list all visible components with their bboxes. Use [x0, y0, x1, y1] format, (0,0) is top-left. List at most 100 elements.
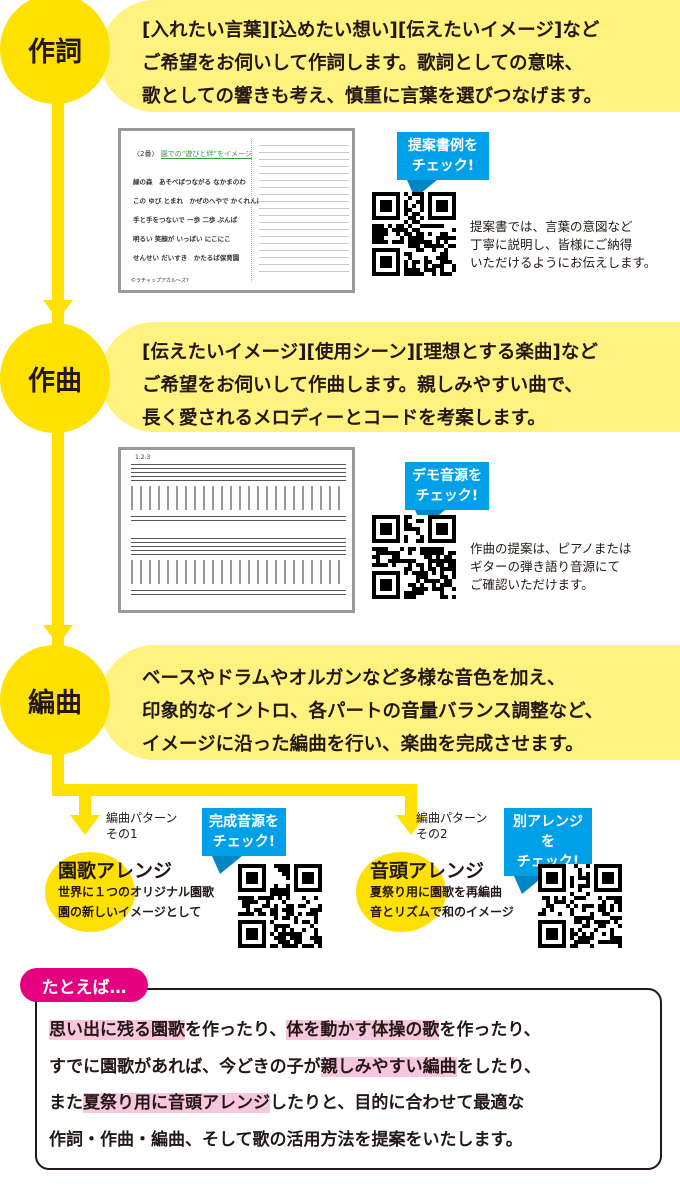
- qr-module: [400, 232, 404, 236]
- score-image: 1.2.3: [118, 447, 355, 613]
- qr-module: [570, 920, 574, 924]
- qr-module: [416, 527, 420, 531]
- qr-module: [546, 944, 550, 948]
- demo-callout[interactable]: デモ音源を チェック!: [405, 462, 489, 528]
- branch-line: [79, 784, 91, 819]
- qr-module: [546, 912, 550, 916]
- qr-module: [404, 543, 408, 547]
- qr-module: [242, 876, 246, 880]
- qr-module: [396, 260, 400, 264]
- qr-module: [578, 892, 582, 896]
- qr-module: [602, 888, 606, 892]
- qr-module: [558, 916, 562, 920]
- qr-module: [440, 555, 444, 559]
- qr-module: [562, 932, 566, 936]
- qr-module: [404, 208, 408, 212]
- qr-module: [452, 535, 456, 539]
- qr-module: [372, 539, 376, 543]
- qr-module: [610, 872, 614, 876]
- qr-module: [602, 928, 606, 932]
- qr-code[interactable]: [238, 864, 322, 948]
- qr-module: [440, 252, 444, 256]
- qr-module: [376, 256, 380, 260]
- qr-module: [396, 523, 400, 527]
- qr-module: [436, 575, 440, 579]
- qr-code[interactable]: [538, 864, 622, 948]
- qr-module: [412, 244, 416, 248]
- qr-module: [436, 220, 440, 224]
- qr-module: [614, 920, 618, 924]
- qr-module: [392, 583, 396, 587]
- qr-module: [400, 224, 404, 228]
- pattern-desc-line: 世界に１つのオリジナル園歌: [58, 885, 215, 899]
- banner-line: ご希望をお伺いして作曲します。親しみやすい曲で、: [142, 375, 583, 396]
- qr-module: [396, 539, 400, 543]
- pattern-desc: 夏祭り用に園歌を再編曲音とリズムで和のイメージ: [370, 882, 514, 922]
- qr-module: [566, 864, 570, 868]
- qr-module: [408, 236, 412, 240]
- qr-module: [404, 232, 408, 236]
- qr-module: [286, 908, 290, 912]
- qr-module: [610, 944, 614, 948]
- qr-module: [440, 551, 444, 555]
- qr-module: [392, 204, 396, 208]
- final-audio-callout[interactable]: 完成音源を チェック!: [202, 808, 286, 874]
- qr-module: [424, 232, 428, 236]
- qr-module: [444, 248, 448, 252]
- qr-module: [396, 519, 400, 523]
- qr-module: [618, 892, 622, 896]
- qr-module: [578, 888, 582, 892]
- qr-module: [310, 876, 314, 880]
- qr-module: [574, 872, 578, 876]
- qr-module: [420, 232, 424, 236]
- qr-module: [558, 880, 562, 884]
- qr-module: [302, 904, 306, 908]
- qr-module: [274, 868, 278, 872]
- qr-module: [258, 932, 262, 936]
- qr-module: [258, 884, 262, 888]
- qr-module: [282, 872, 286, 876]
- qr-module: [412, 591, 416, 595]
- qr-module: [408, 559, 412, 563]
- qr-module: [610, 896, 614, 900]
- qr-module: [384, 515, 388, 519]
- qr-module: [578, 932, 582, 936]
- qr-module: [412, 268, 416, 272]
- qr-module: [444, 547, 448, 551]
- qr-module: [302, 896, 306, 900]
- qr-module: [538, 900, 542, 904]
- qr-code[interactable]: [372, 192, 456, 276]
- qr-module: [404, 264, 408, 268]
- qr-module: [286, 868, 290, 872]
- qr-module: [440, 192, 444, 196]
- qr-code[interactable]: [372, 515, 456, 599]
- qr-module: [412, 204, 416, 208]
- qr-module: [436, 236, 440, 240]
- qr-module: [614, 884, 618, 888]
- qr-module: [318, 936, 322, 940]
- qr-module: [242, 924, 246, 928]
- qr-module: [554, 900, 558, 904]
- qr-module: [554, 916, 558, 920]
- qr-module: [598, 900, 602, 904]
- qr-module: [384, 192, 388, 196]
- qr-module: [310, 896, 314, 900]
- qr-module: [380, 224, 384, 228]
- qr-module: [372, 264, 376, 268]
- qr-module: [282, 888, 286, 892]
- qr-module: [282, 928, 286, 932]
- qr-module: [570, 868, 574, 872]
- qr-module: [274, 912, 278, 916]
- qr-module: [444, 591, 448, 595]
- qr-module: [424, 220, 428, 224]
- qr-module: [294, 876, 298, 880]
- qr-module: [420, 595, 424, 599]
- qr-module: [550, 928, 554, 932]
- qr-module: [598, 940, 602, 944]
- qr-module: [542, 924, 546, 928]
- proposal-callout[interactable]: 提案書例を チェック!: [397, 132, 489, 198]
- highlight-text: 親しみやすい編曲: [320, 1056, 457, 1077]
- qr-module: [582, 872, 586, 876]
- qr-module: [392, 551, 396, 555]
- qr-module: [416, 272, 420, 276]
